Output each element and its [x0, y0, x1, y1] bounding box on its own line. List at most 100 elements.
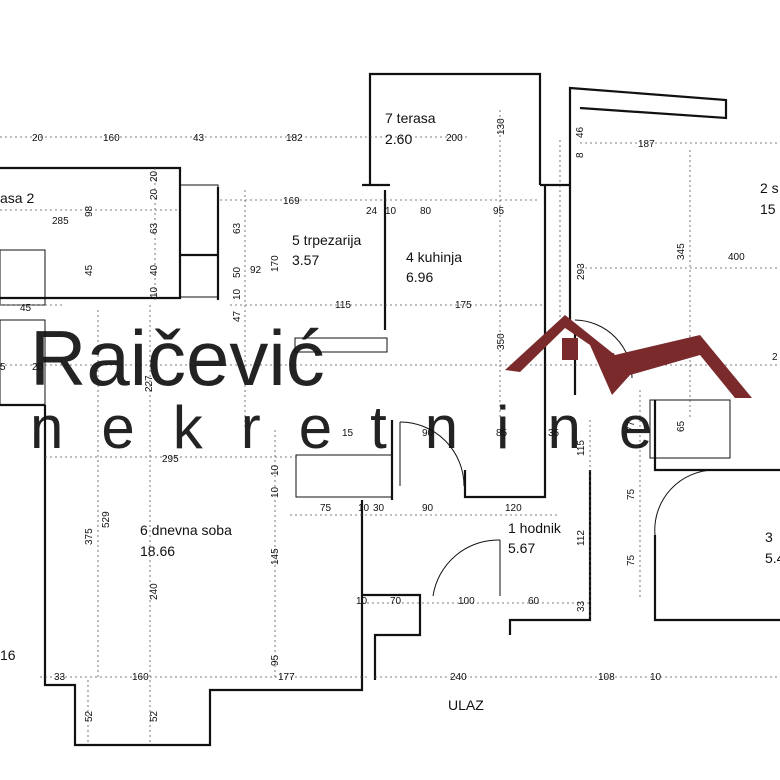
room-labels: asa 2 7 terasa 2.60 5 trpezarija 3.57 4 …	[0, 110, 780, 713]
dim-label: 10	[149, 286, 160, 298]
dim-label: 30	[373, 503, 385, 514]
dim-label: 90	[422, 503, 434, 514]
walls	[0, 72, 780, 747]
dim-label: 90	[422, 428, 434, 439]
dim-label: 177	[278, 672, 295, 683]
house-roof-icon	[505, 315, 752, 398]
dim-label: 20	[149, 170, 160, 182]
dim-label: 115	[335, 300, 351, 311]
room-hodnik-area: 5.67	[508, 540, 535, 556]
dim-label: 45	[84, 264, 95, 276]
dim-label: 10	[232, 288, 243, 300]
dim-label: 63	[232, 222, 243, 234]
dim-label: 187	[638, 139, 655, 150]
dim-label: 33	[54, 672, 66, 683]
watermark: Raičević nekretnine	[30, 314, 752, 461]
watermark-title: Raičević	[30, 314, 325, 402]
dim-label: 77	[626, 420, 637, 432]
dim-label: 40	[149, 264, 160, 276]
dim-label: 70	[390, 596, 402, 607]
dim-label: 75	[626, 488, 637, 500]
dim-label: 95	[493, 206, 505, 217]
entrance-label: ULAZ	[448, 697, 484, 713]
dim-label: 169	[283, 196, 300, 207]
dim-label: 80	[420, 206, 432, 217]
dim-label: 2	[772, 352, 778, 363]
dim-label: 345	[676, 243, 687, 260]
dim-label: 63	[149, 222, 160, 234]
dim-label: 115	[576, 440, 587, 456]
dim-label: 160	[132, 672, 149, 683]
dim-label: 20	[32, 362, 44, 373]
dim-label: 43	[193, 133, 205, 144]
room-dnevna-name: 6 dnevna soba	[140, 522, 232, 538]
room-kuhinja-name: 4 kuhinja	[406, 249, 462, 265]
dim-label: 5	[0, 362, 6, 373]
dim-label: 100	[458, 596, 475, 607]
dim-label: 240	[450, 672, 467, 683]
dim-label: 160	[103, 133, 120, 144]
dim-label: 240	[149, 583, 160, 600]
room-trpezarija-name: 5 trpezarija	[292, 232, 361, 248]
dim-label: 46	[575, 126, 586, 138]
dim-label: 175	[455, 300, 472, 311]
dim-label: 52	[149, 710, 160, 722]
dim-label: 293	[576, 263, 587, 280]
room-left-area: 16	[0, 647, 16, 663]
room-2-name: 2 s	[760, 180, 779, 196]
dim-label: 65	[676, 420, 687, 432]
dim-label: 375	[84, 528, 95, 545]
dim-label: 92	[250, 265, 262, 276]
room-2-area: 15	[760, 201, 776, 217]
dim-label: 75	[626, 554, 637, 566]
dim-label: 8	[575, 152, 586, 158]
dim-label: 75	[320, 503, 332, 514]
dim-label: 20	[32, 133, 44, 144]
dim-label: 130	[496, 118, 507, 135]
dim-label: 350	[496, 333, 507, 350]
dim-label: 33	[576, 600, 587, 612]
dim-label: 98	[84, 205, 95, 217]
dimension-labels: 20 160 43 182 200 187 130 46 8 169 24 10…	[0, 118, 778, 722]
dim-label: 60	[528, 596, 540, 607]
dim-label: 10	[270, 486, 281, 498]
dim-label: 50	[232, 266, 243, 278]
room-dnevna-area: 18.66	[140, 543, 175, 559]
dim-label: 20	[149, 188, 160, 200]
dim-label: 85	[496, 428, 508, 439]
dim-label: 227	[144, 375, 155, 392]
dim-label: 400	[728, 252, 745, 263]
dim-label: 95	[270, 654, 281, 666]
dim-label: 10	[650, 672, 662, 683]
room-3-area: 5.4	[765, 550, 780, 566]
room-trpezarija-area: 3.57	[292, 252, 319, 268]
room-hodnik-name: 1 hodnik	[508, 520, 562, 536]
dim-label: 47	[232, 310, 243, 322]
dim-label: 10	[385, 206, 397, 217]
dim-label: 170	[270, 255, 281, 272]
dim-label: 52	[84, 710, 95, 722]
dim-label: 24	[366, 206, 378, 217]
dim-label: 120	[505, 503, 522, 514]
dim-label: 10	[270, 464, 281, 476]
dim-label: 295	[162, 454, 179, 465]
chimney-icon	[562, 338, 578, 360]
dim-label: 108	[598, 672, 615, 683]
dim-label: 529	[101, 511, 112, 528]
dim-label: 182	[286, 133, 303, 144]
dim-label: 200	[446, 133, 463, 144]
watermark-subtitle: nekretnine	[30, 394, 690, 461]
dim-label: 35	[548, 428, 560, 439]
room-terasa-7-area: 2.60	[385, 131, 412, 147]
room-terasa-2-label: asa 2	[0, 190, 34, 206]
dim-label: 285	[52, 216, 69, 227]
dim-label: 10	[358, 503, 370, 514]
dim-label: 145	[270, 548, 281, 565]
dim-label: 15	[342, 428, 354, 439]
dim-label: 45	[20, 303, 32, 314]
room-3-name: 3	[765, 529, 773, 545]
dim-label: 112	[576, 530, 587, 546]
room-kuhinja-area: 6.96	[406, 269, 433, 285]
dim-label: 10	[356, 596, 368, 607]
